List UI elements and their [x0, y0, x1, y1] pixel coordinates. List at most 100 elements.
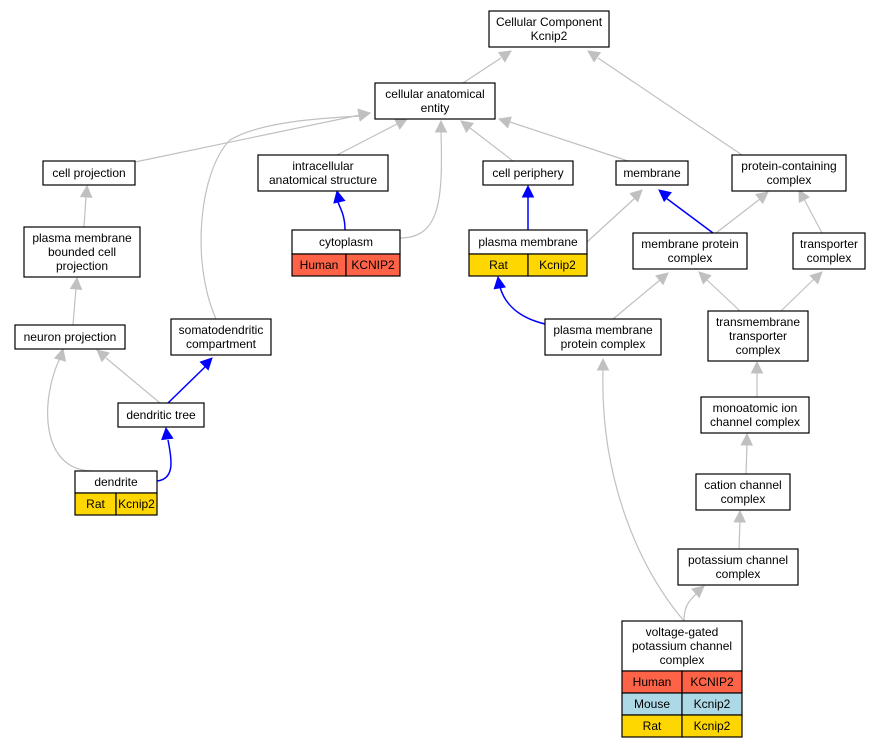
node-label-line: entity [421, 101, 450, 115]
edge-line [469, 127, 514, 162]
edge-line [462, 57, 502, 84]
edge-line [745, 443, 748, 475]
edge-line [586, 197, 636, 243]
node-label-line: bounded cell [48, 245, 116, 259]
gene-cell [115, 492, 158, 516]
edge-line [200, 115, 363, 320]
edge-line [337, 201, 346, 231]
gene-label: KCNIP2 [351, 258, 395, 272]
edge-line [738, 520, 741, 550]
node-box [257, 154, 389, 192]
edge-arrowhead [333, 189, 346, 204]
edge-line [156, 439, 172, 482]
node-label-line: voltage-gated [646, 625, 719, 639]
node-box [482, 160, 574, 186]
edge-arrowhead [755, 191, 769, 205]
node-neuron-projection[interactable]: neuron projection [14, 324, 126, 350]
node-label-line: Cellular Component [496, 15, 603, 29]
edge-arrowhead [460, 120, 474, 134]
node-box [23, 226, 141, 278]
edge-line [509, 121, 629, 162]
node-box [374, 82, 496, 120]
node-dendritic-tree[interactable]: dendritic tree [117, 402, 205, 428]
gene-cell [527, 253, 588, 277]
node-box [488, 10, 610, 48]
node-box [632, 232, 748, 270]
node-label-line: somatodendritic [179, 323, 264, 337]
node-label-line: plasma membrane [553, 323, 653, 337]
node-box [707, 310, 809, 362]
species-label: Human [633, 675, 672, 689]
node-label-line: projection [56, 259, 108, 273]
node-label-line: Kcnip2 [531, 29, 568, 43]
node-box [700, 396, 810, 434]
node-label-line: membrane [623, 166, 681, 180]
node-cell-projection[interactable]: cell projection [42, 160, 136, 186]
gene-cell [345, 253, 401, 277]
node-label-line: membrane protein [641, 237, 738, 251]
node-box [170, 318, 272, 356]
gene-label: Kcnip2 [694, 719, 731, 733]
node-box [695, 473, 791, 511]
node-box [544, 318, 662, 356]
node-label-line: complex [660, 653, 705, 667]
edge-line [105, 357, 161, 404]
edge-arrowhead [698, 271, 712, 285]
edge-line [399, 131, 443, 239]
edge-arrowhead [809, 271, 823, 285]
node-box [42, 160, 136, 186]
node-box [117, 402, 205, 428]
edge-arrowhead [79, 184, 93, 198]
edge-arrowhead [96, 349, 110, 363]
node-label-line: compartment [186, 337, 257, 351]
node-label-line: protein-containing [741, 159, 836, 173]
node-label-line: complex [807, 251, 852, 265]
edge-arrowhead [629, 189, 643, 203]
edge-line [683, 592, 698, 622]
species-label: Rat [489, 258, 508, 272]
edge-line [602, 369, 685, 622]
gene-label: Kcnip2 [694, 697, 731, 711]
edge-line [705, 278, 741, 312]
edge-arrowhead [750, 360, 764, 374]
node-cell-periphery[interactable]: cell periphery [482, 160, 574, 186]
species-label: Mouse [634, 697, 670, 711]
gene-cell [681, 714, 743, 738]
edge-arrowhead [161, 426, 174, 441]
node-label-line: cell periphery [492, 166, 563, 180]
node-box [731, 154, 847, 192]
species-label: Human [300, 258, 339, 272]
node-membrane[interactable]: membrane [615, 160, 689, 186]
edge-arrowhead [199, 357, 213, 371]
node-label-line: complex [721, 492, 766, 506]
edge-arrowhead [798, 189, 810, 204]
edge-arrowhead [69, 276, 83, 290]
edge-arrowhead [658, 189, 672, 203]
edge-line [499, 286, 546, 325]
edge-line [612, 279, 661, 320]
node-label-line: transporter [800, 237, 858, 251]
edge-arrowhead [587, 50, 602, 63]
gene-label: KCNIP2 [690, 675, 734, 689]
edge-line [134, 114, 361, 163]
species-label: Rat [643, 719, 662, 733]
node-box [468, 229, 588, 255]
